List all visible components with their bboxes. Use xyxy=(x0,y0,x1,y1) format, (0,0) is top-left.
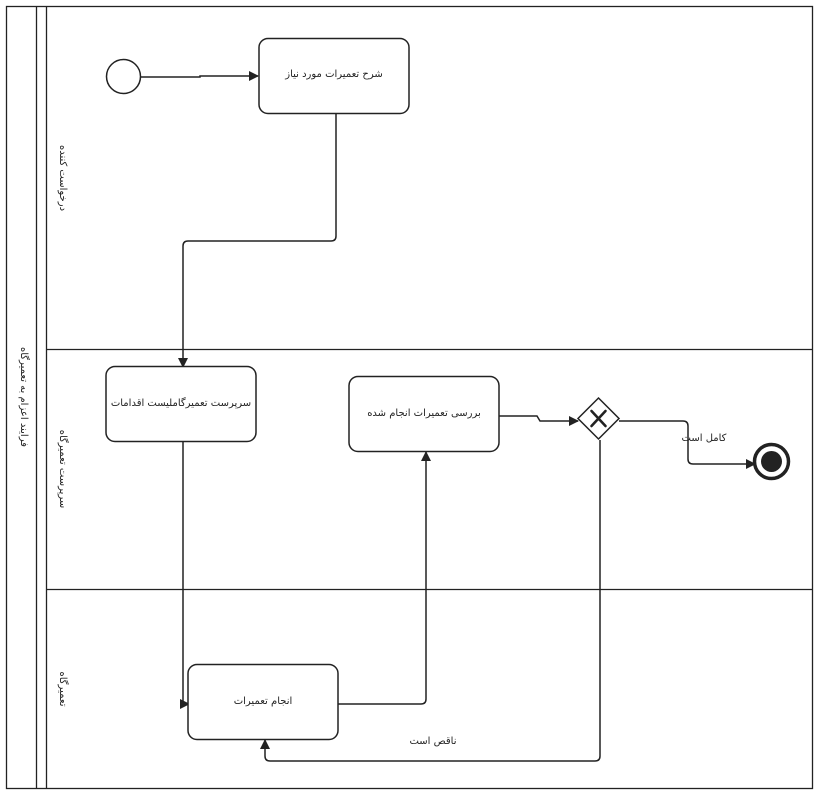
task-describe-repairs[interactable]: شرح تعمیرات مورد نیاز xyxy=(258,37,410,115)
start-event[interactable] xyxy=(105,58,142,95)
task-perform-label: انجام تعمیرات xyxy=(234,696,293,707)
flow-label-complete: کامل است xyxy=(682,433,727,444)
task-supervisor-list[interactable]: سرپرست تعمیرگاملیست اقدامات xyxy=(105,365,257,443)
exclusive-gateway[interactable] xyxy=(576,396,621,441)
flow-describe-to-supervise xyxy=(178,113,337,368)
pool-title: فرایند اعزام به تعمیرگاه xyxy=(18,347,30,447)
flow-start-to-describe xyxy=(140,71,259,81)
task-describe-label: شرح تعمیرات مورد نیاز xyxy=(284,69,383,80)
flow-gateway-to-perform xyxy=(260,440,601,762)
task-perform-repairs[interactable]: انجام تعمیرات xyxy=(187,663,339,741)
end-event-fill xyxy=(761,451,782,472)
flow-gateway-to-end xyxy=(619,420,756,469)
flow-label-incomplete: ناقص است xyxy=(409,736,456,747)
lane-label-requester: درخواست کننده xyxy=(57,145,68,211)
flow-perform-to-review xyxy=(338,451,431,705)
task-review-label: بررسی تعمیرات انجام شده xyxy=(367,408,481,419)
lane-label-workshop: تعمیرگاه xyxy=(57,672,69,707)
gateway-x-icon xyxy=(590,409,607,428)
flow-supervise-to-perform xyxy=(180,441,190,709)
lane-label-supervisor: سرپرست تعمیرگاه xyxy=(57,430,69,509)
flow-review-to-gateway xyxy=(499,415,579,426)
task-review-repairs[interactable]: بررسی تعمیرات انجام شده xyxy=(348,375,500,453)
task-supervise-label: سرپرست تعمیرگاملیست اقدامات xyxy=(111,397,251,409)
